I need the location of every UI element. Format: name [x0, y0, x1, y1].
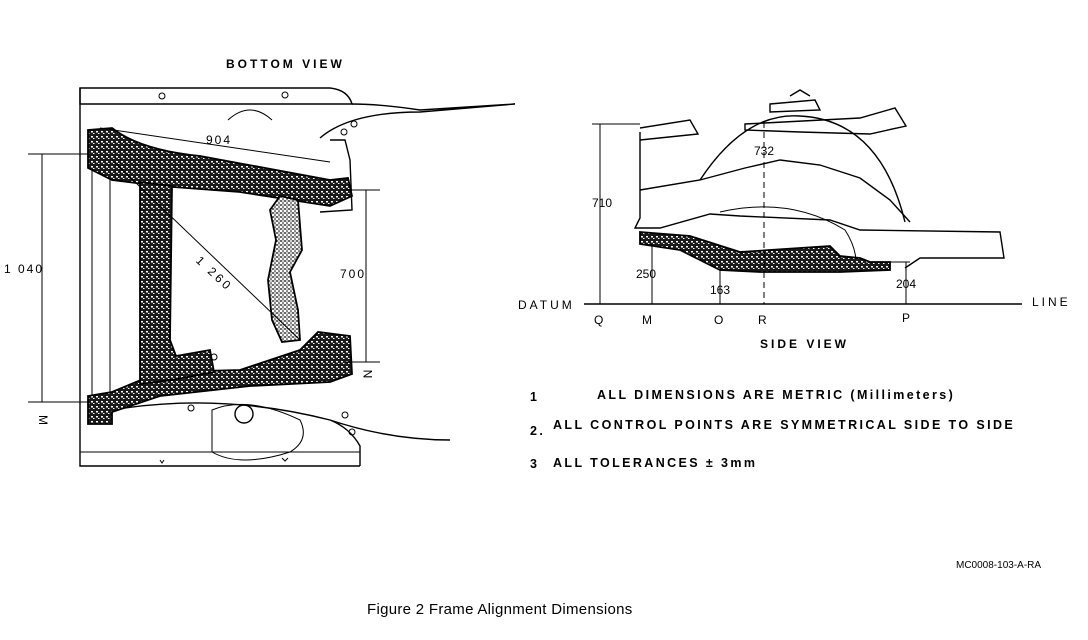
- side-top-spring: [769, 89, 822, 113]
- note-1-text: ALL DIMENSIONS ARE METRIC (Millimeters): [597, 388, 956, 402]
- mount-hole-4: [350, 120, 358, 128]
- datum-label: DATUM: [518, 298, 575, 312]
- lower-mount-hole: [234, 404, 254, 424]
- upper-side-rail: [87, 127, 354, 207]
- mount-hole-2: [281, 91, 289, 99]
- dim-904-label: 904: [206, 133, 233, 147]
- side-rear-bracket: [744, 107, 908, 135]
- bottom-ticks: [159, 457, 289, 464]
- dim-904-line: [99, 127, 331, 163]
- right-crossmember: [267, 194, 303, 343]
- mount-hole-7: [187, 404, 195, 412]
- mount-hole-6: [348, 428, 356, 436]
- upper-right-arch: [319, 103, 516, 139]
- dim-250-label: 250: [636, 267, 657, 281]
- side-wheel-arc: [719, 206, 857, 271]
- dim-732-label: 732: [754, 144, 775, 158]
- left-cross-member: [139, 180, 216, 386]
- figure-caption: Figure 2 Frame Alignment Dimensions: [367, 601, 633, 618]
- reference-code: MC0008-103-A-RA: [956, 560, 1042, 571]
- dim-710-label: 710: [592, 196, 613, 210]
- side-view-drawing: [584, 89, 1022, 305]
- dim-700-label: 700: [340, 267, 367, 281]
- dim-204-label: 204: [896, 277, 917, 291]
- side-point-r: R: [758, 313, 767, 327]
- side-upper-outline: [639, 159, 911, 223]
- bottom-view-title: BOTTOM VIEW: [226, 57, 345, 71]
- line-label: LINE: [1032, 295, 1071, 309]
- side-point-p: P: [902, 311, 911, 325]
- side-point-m: M: [642, 313, 652, 327]
- mount-hole-8: [210, 353, 218, 361]
- body-outline: [79, 87, 353, 105]
- side-point-q: Q: [594, 313, 604, 327]
- upper-right-bracket: [319, 139, 353, 213]
- mount-hole-5: [341, 411, 349, 419]
- side-point-o: O: [714, 313, 724, 327]
- side-front-bracket: [639, 119, 700, 141]
- dim-1040-label: 1 040: [4, 262, 45, 276]
- dim-163-label: 163: [710, 283, 731, 297]
- mount-hole-3: [340, 128, 348, 136]
- lower-side-rail: [87, 331, 353, 425]
- side-dome: [699, 115, 906, 223]
- point-n-label: N: [360, 369, 375, 379]
- note-3-text: ALL TOLERANCES ± 3mm: [553, 456, 758, 470]
- mount-hole-1: [158, 92, 166, 100]
- note-2-text: ALL CONTROL POINTS ARE SYMMETRICAL SIDE …: [553, 418, 1016, 432]
- dim-904-arc: [227, 109, 273, 121]
- bottom-view-drawing: [28, 87, 516, 467]
- side-view-title: SIDE VIEW: [760, 337, 850, 351]
- note-1-number: 1: [530, 390, 540, 404]
- side-body-outline: [633, 132, 1005, 269]
- body-outline-left: [79, 88, 360, 467]
- side-frame-rail: [639, 231, 891, 273]
- note-2-number: 2.: [530, 424, 546, 438]
- note-3-number: 3: [530, 457, 540, 471]
- dim-1260-line: [111, 159, 301, 341]
- point-m-label: M: [36, 415, 50, 425]
- lower-wheel-well: [211, 403, 304, 461]
- left-member-outline: [91, 134, 111, 404]
